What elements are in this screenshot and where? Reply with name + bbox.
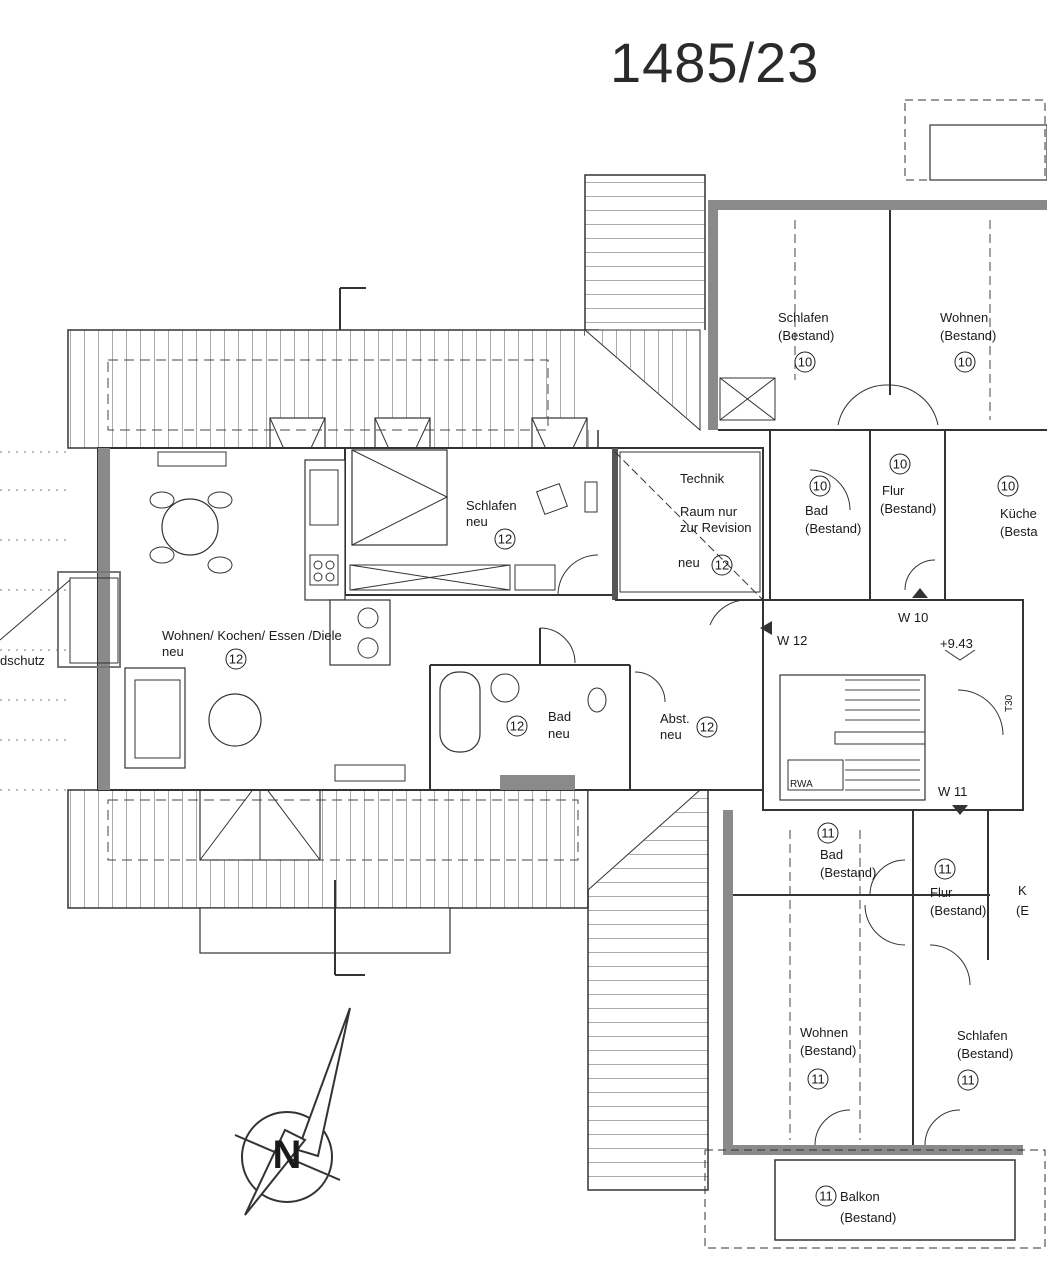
label-flur-10-unit: 10	[893, 457, 907, 472]
label-schlafen-11-status: (Bestand)	[957, 1046, 1013, 1061]
label-schlafen-12-unit: 12	[498, 532, 512, 547]
label-abst-12-name: Abst.	[660, 711, 690, 726]
label-balkon-11-status: (Bestand)	[840, 1210, 896, 1225]
label-flur-10-status: (Bestand)	[880, 501, 936, 516]
label-flur-11-name: Flur	[930, 885, 953, 900]
label-kueche-10-name: Küche	[1000, 506, 1037, 521]
label-bad-12-name: Bad	[548, 709, 571, 724]
compass-icon: N	[234, 1007, 351, 1216]
label-bad-10-unit: 10	[813, 479, 827, 494]
label-schlafen-12-name: Schlafen	[466, 498, 517, 513]
label-flur-10-name: Flur	[882, 483, 905, 498]
label-schlafen-11-unit: 11	[961, 1073, 975, 1088]
label-kueche-11-line2: (E	[1016, 903, 1029, 918]
label-technik: Technik	[680, 471, 725, 486]
label-schlafen-11-name: Schlafen	[957, 1028, 1008, 1043]
label-balkon-11-unit: 11	[819, 1189, 833, 1204]
room-labels: Schlafen (Bestand) 10 Wohnen (Bestand) 1…	[162, 310, 1038, 1225]
label-bad-12-status: neu	[548, 726, 570, 741]
label-bad-11-name: Bad	[820, 847, 843, 862]
label-revision-line1: Raum nur	[680, 504, 738, 519]
label-bad-12-unit: 12	[510, 719, 524, 734]
plan-markers: W 10 W 12 W 11 +9.43 T30 RWA dschutz	[0, 610, 1015, 799]
label-bad-10-status: (Bestand)	[805, 521, 861, 536]
marker-w12: W 12	[777, 633, 807, 648]
label-bad-11-unit: 11	[821, 826, 835, 841]
label-kueche-11-line1: K	[1018, 883, 1027, 898]
label-wohnen-12-name: Wohnen/ Kochen/ Essen /Diele	[162, 628, 342, 643]
label-revision-unit: 12	[715, 558, 729, 573]
label-schlafen-10-unit: 10	[798, 355, 812, 370]
label-wohnen-10-unit: 10	[958, 355, 972, 370]
label-schlafen-12-status: neu	[466, 514, 488, 529]
label-balkon-11-name: Balkon	[840, 1189, 880, 1204]
marker-w11: W 11	[938, 784, 967, 799]
marker-rwa: RWA	[790, 779, 813, 790]
label-abst-12-unit: 12	[700, 720, 714, 735]
label-kueche-10-unit: 10	[1001, 479, 1015, 494]
label-wohnen-11-name: Wohnen	[800, 1025, 848, 1040]
label-wohnen-12-unit: 12	[229, 652, 243, 667]
label-wohnen-10-name: Wohnen	[940, 310, 988, 325]
label-flur-11-status: (Bestand)	[930, 903, 986, 918]
existing-building	[704, 99, 1047, 1249]
marker-w10: W 10	[898, 610, 928, 625]
label-wohnen-11-unit: 11	[811, 1072, 825, 1087]
label-revision-status: neu	[678, 555, 700, 570]
label-revision-line2: zur Revision	[680, 520, 752, 535]
roof-top	[67, 174, 715, 480]
reference-lines	[0, 451, 68, 791]
left-window-box	[0, 571, 121, 668]
label-abst-12-status: neu	[660, 727, 682, 742]
label-schlafen-10-status: (Bestand)	[778, 328, 834, 343]
marker-dschutz: dschutz	[0, 653, 45, 668]
document-number: 1485/23	[610, 31, 820, 94]
label-kueche-10-status: (Besta	[1000, 524, 1038, 539]
label-bad-11-status: (Bestand)	[820, 865, 876, 880]
compass-north-letter: N	[273, 1133, 302, 1177]
label-flur-11-unit: 11	[938, 862, 952, 877]
label-schlafen-10-name: Schlafen	[778, 310, 829, 325]
marker-level: +9.43	[940, 636, 973, 651]
label-wohnen-12-status: neu	[162, 644, 184, 659]
section-marker-top	[339, 287, 366, 330]
label-wohnen-10-status: (Bestand)	[940, 328, 996, 343]
marker-t30: T30	[1004, 694, 1015, 712]
label-wohnen-11-status: (Bestand)	[800, 1043, 856, 1058]
label-bad-10-name: Bad	[805, 503, 828, 518]
